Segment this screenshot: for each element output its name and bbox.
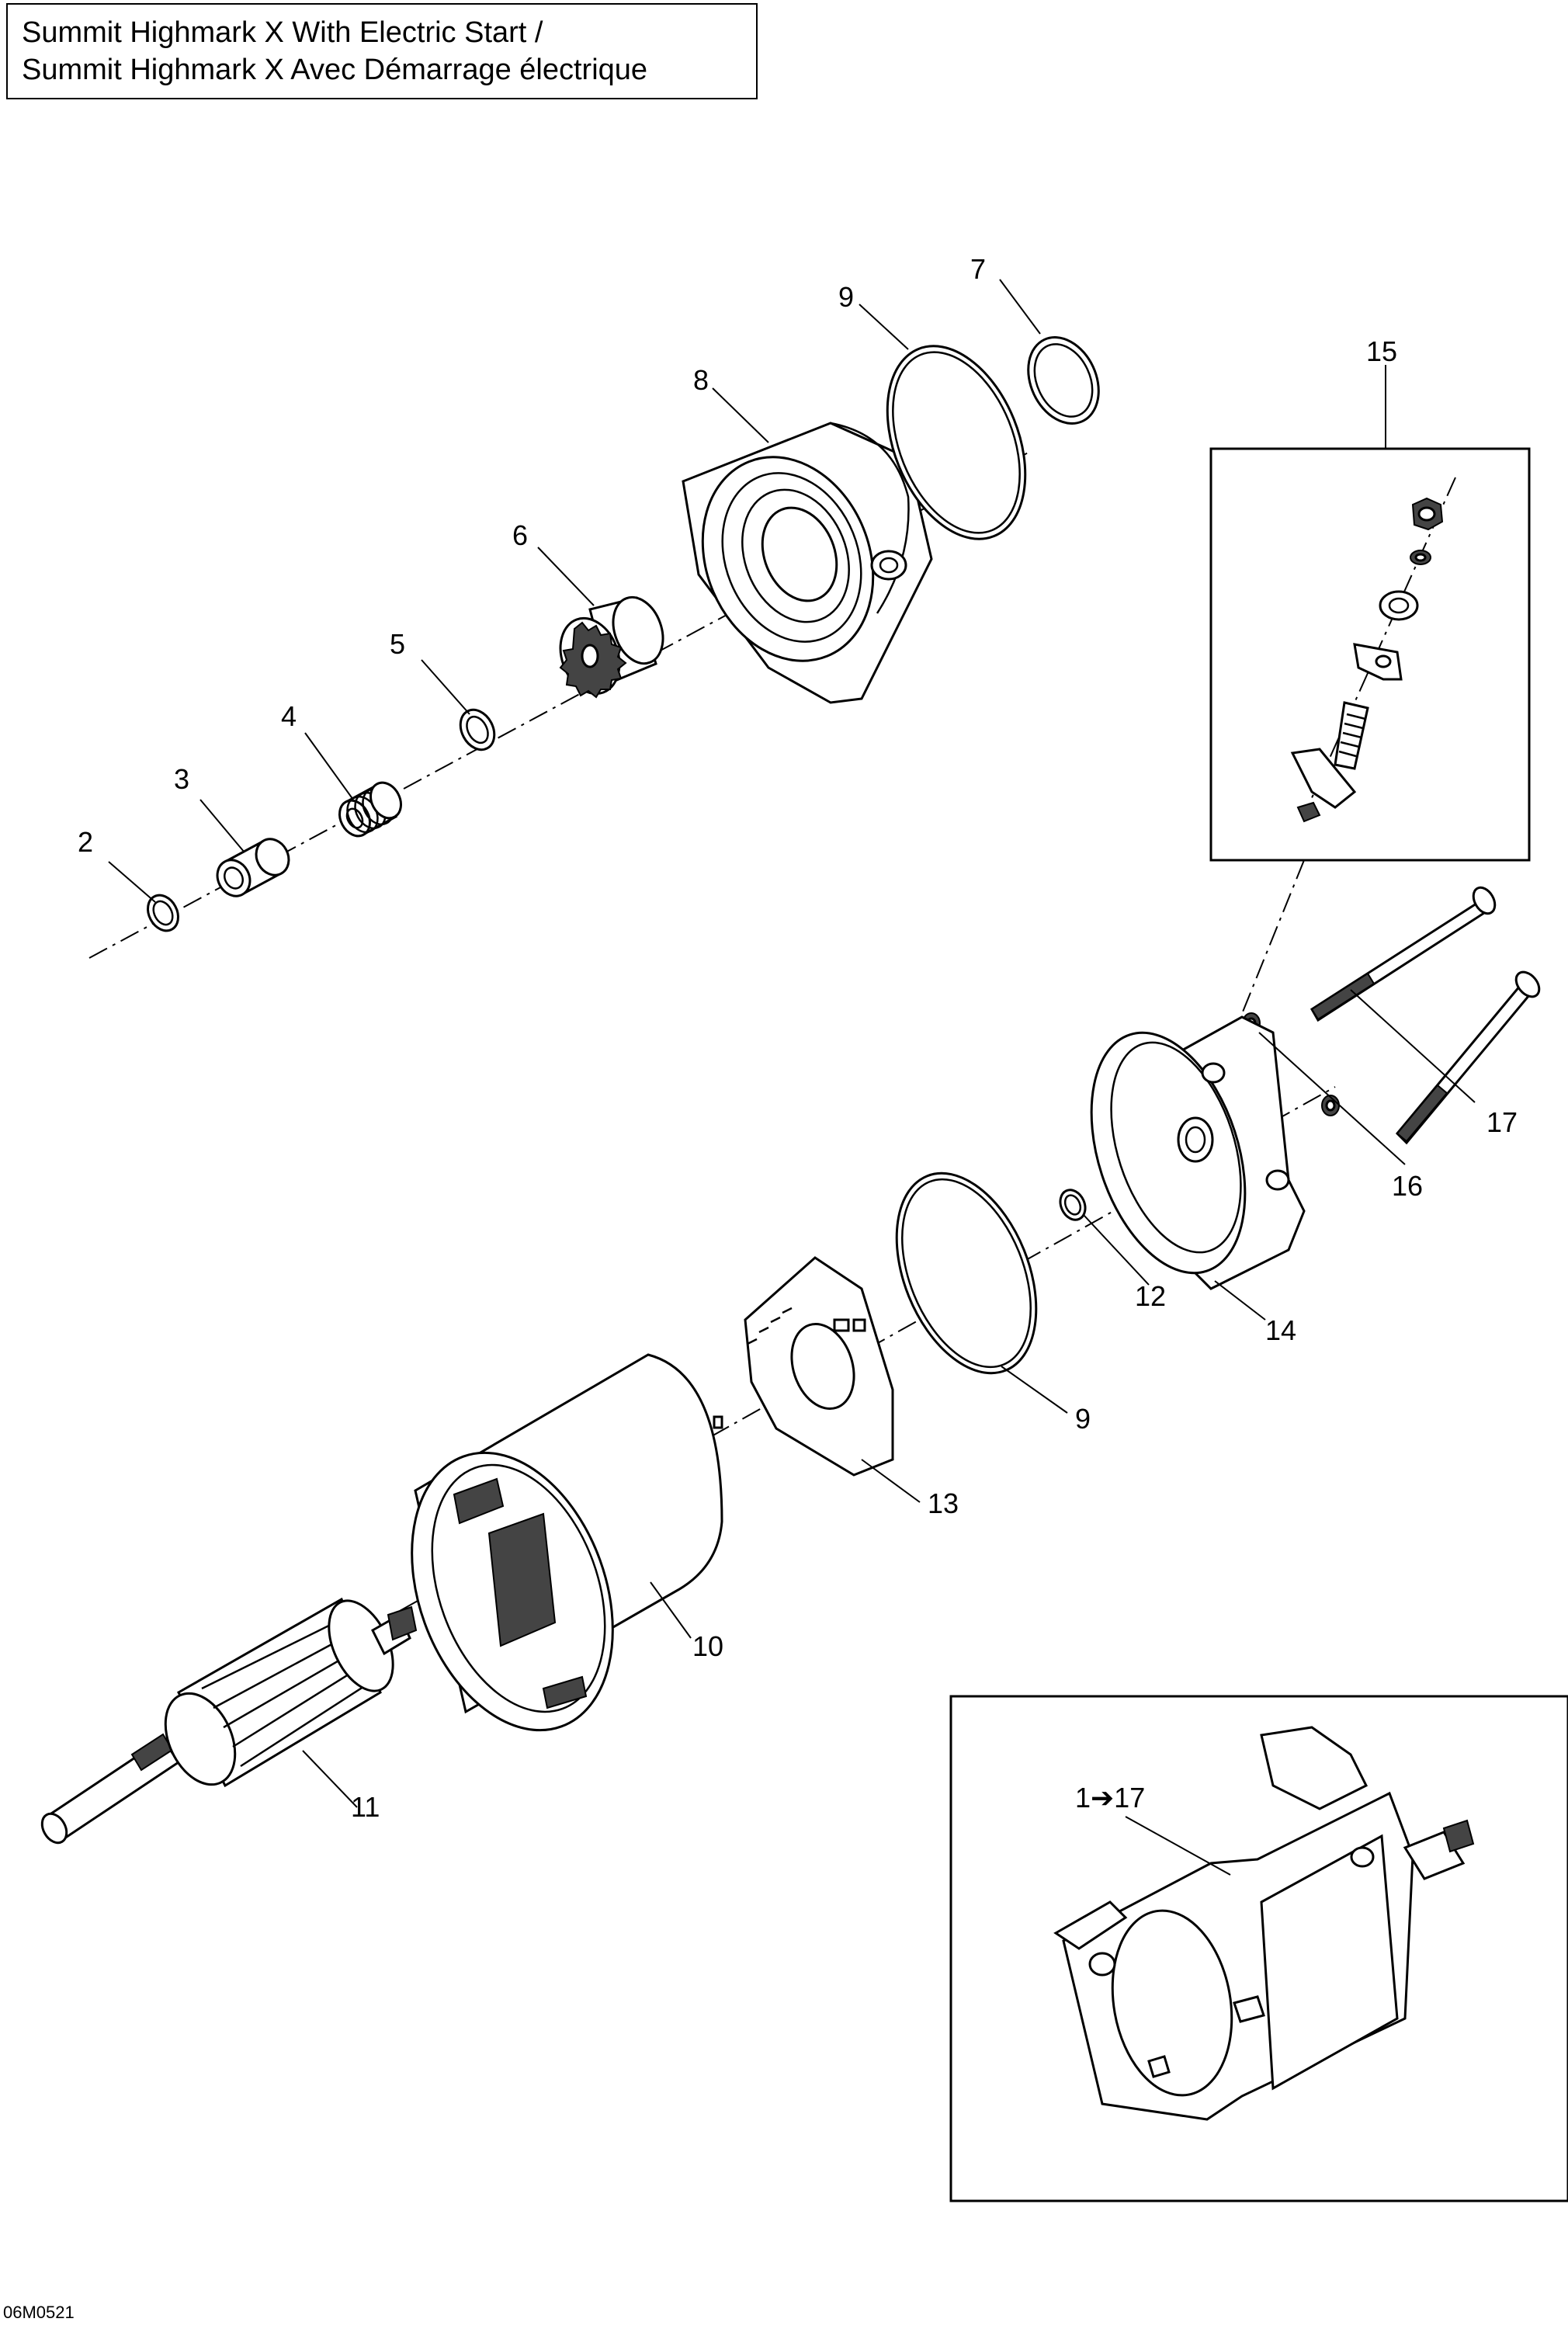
callout-12: 12 (1135, 1280, 1166, 1312)
part-7-ring (1027, 336, 1100, 425)
part-9-o-ring-upper (886, 345, 1027, 540)
callout-13: 13 (928, 1487, 959, 1519)
assembled-starter (1053, 1726, 1475, 2121)
callout-16: 16 (1392, 1170, 1423, 1202)
callout-9-upper: 9 (838, 281, 854, 313)
part-14-end-housing (1090, 1015, 1306, 1290)
title-box: Summit Highmark X With Electric Start / … (6, 3, 758, 99)
callout-2: 2 (78, 826, 93, 858)
part-11-armature (40, 1597, 418, 1845)
part-15-terminal-assembly (1290, 477, 1456, 823)
callout-17: 17 (1486, 1106, 1518, 1138)
part-5-ring (459, 708, 496, 751)
part-4-spring (338, 781, 402, 838)
callout-3: 3 (174, 763, 189, 795)
diagram-code: 06M0521 (3, 2303, 75, 2322)
part-8-housing (682, 422, 933, 704)
title-line-1: Summit Highmark X With Electric Start / (22, 16, 543, 49)
callout-5: 5 (390, 628, 405, 660)
callout-11: 11 (351, 1791, 380, 1823)
part-17-bolts (1310, 886, 1541, 1145)
leader-lines (108, 279, 1476, 1876)
callout-7: 7 (970, 253, 986, 285)
callout-8: 8 (693, 364, 709, 396)
part-13-brush-plate (744, 1256, 894, 1477)
callout-labels: 2 3 4 5 6 7 8 9 9 10 11 12 13 14 15 16 1… (78, 253, 1518, 1823)
callout-14: 14 (1265, 1314, 1296, 1346)
part-3-sleeve (216, 838, 290, 897)
part-9-o-ring-lower (895, 1171, 1038, 1375)
callout-15: 15 (1366, 335, 1397, 367)
callout-10: 10 (692, 1630, 723, 1662)
title-line-2: Summit Highmark X Avec Démarrage électri… (22, 54, 648, 86)
part-6-pinion (559, 595, 664, 699)
part-10-yoke (411, 1353, 723, 1732)
callout-6: 6 (512, 519, 528, 551)
callout-assembly: 1➔17 (1075, 1782, 1145, 1814)
callout-9-lower: 9 (1075, 1403, 1091, 1435)
callout-4: 4 (281, 700, 297, 732)
part-2-ring (147, 894, 179, 932)
part-12-ring (1059, 1189, 1087, 1221)
